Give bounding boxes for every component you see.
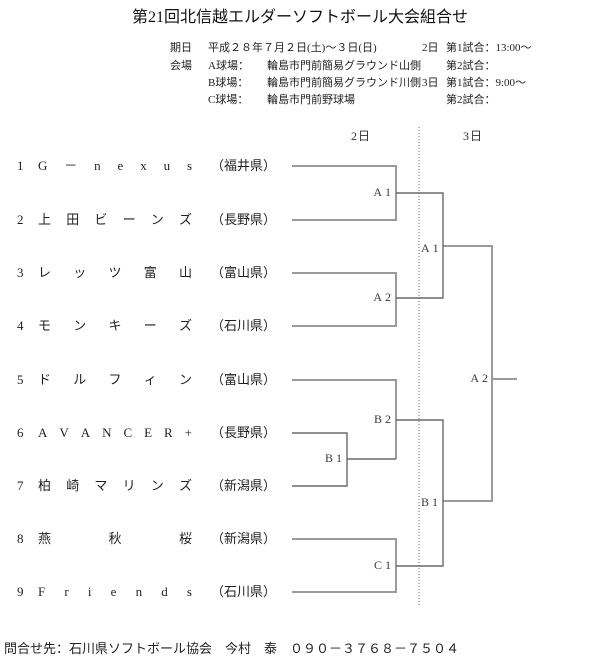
team-prefecture: （石川県） [211, 318, 277, 333]
team-name: ドルフィン [38, 372, 192, 387]
venue-c-label: C球場： [208, 94, 249, 106]
team-number: 8 [17, 531, 24, 546]
contact-info: 問合せ先：石川県ソフトボール協会 今村 泰 ０９０－３７６８－７５０４ [4, 641, 460, 656]
schedule-day2-game1: 第1試合：13:00～ [446, 42, 532, 54]
date-label: 期日 [170, 42, 192, 54]
schedule-day3-game2: 第2試合： [446, 94, 496, 106]
team-row: 8 燕秋桜 （新潟県） [0, 530, 310, 548]
match-label-c1-round1: C1 [373, 558, 394, 572]
match-label-b1-round1: B1 [324, 451, 345, 465]
schedule-day2-label: 2日 [422, 42, 439, 54]
venue-a-label: A球場： [208, 60, 249, 72]
venue-c-value: 輪島市門前野球場 [267, 94, 355, 106]
team-row: 5 ドルフィン （富山県） [0, 371, 310, 389]
match-label-b2-round1: B2 [373, 412, 394, 426]
venue-a-value: 輪島市門前簡易グラウンド山側 [267, 60, 421, 72]
team-prefecture: （福井県） [211, 158, 277, 173]
day2-column-header: 2日 [350, 129, 371, 143]
team-prefecture: （長野県） [211, 212, 277, 227]
team-prefecture: （富山県） [211, 372, 277, 387]
match-label-a2-round1: A2 [373, 290, 394, 304]
team-name: 燕秋桜 [38, 531, 192, 546]
schedule-day3-game1: 第1試合：9:00～ [446, 77, 527, 89]
team-number: 6 [17, 425, 24, 440]
team-number: 3 [17, 265, 24, 280]
team-number: 5 [17, 372, 24, 387]
team-prefecture: （新潟県） [211, 531, 277, 546]
team-number: 9 [17, 584, 24, 599]
team-row: 4 モンキーズ （石川県） [0, 317, 310, 335]
team-prefecture: （長野県） [211, 425, 277, 440]
team-row: 7 柏崎マリンズ （新潟県） [0, 477, 310, 495]
team-number: 7 [17, 478, 24, 493]
team-prefecture: （石川県） [211, 584, 277, 599]
team-row: 2 上田ビーンズ （長野県） [0, 211, 310, 229]
venue-b-label: B球場： [208, 77, 249, 89]
schedule-day3-label: 3日 [422, 77, 439, 89]
team-name: レッツ富山 [38, 265, 192, 280]
team-number: 4 [17, 318, 24, 333]
day3-column-header: 3日 [462, 129, 483, 143]
team-number: 1 [17, 158, 24, 173]
match-label-b1-round2: B1 [421, 495, 442, 509]
team-number: 2 [17, 212, 24, 227]
date-value: 平成２８年７月２日(土)～３日(日) [208, 42, 377, 54]
team-name: 上田ビーンズ [38, 212, 192, 227]
venue-b-value: 輪島市門前簡易グラウンド川側 [267, 77, 421, 89]
team-row: 3 レッツ富山 （富山県） [0, 264, 310, 282]
team-name: 柏崎マリンズ [38, 478, 192, 493]
schedule-day2-game2: 第2試合： [446, 60, 496, 72]
page-title: 第21回北信越エルダーソフトボール大会組合せ [131, 9, 468, 26]
team-prefecture: （新潟県） [211, 478, 277, 493]
team-name: モンキーズ [38, 318, 192, 333]
match-label-a2-final: A2 [470, 371, 491, 385]
match-label-a1-round1: A1 [373, 185, 394, 199]
match-label-a1-round2: A1 [421, 241, 442, 255]
team-prefecture: （富山県） [211, 265, 277, 280]
venue-label: 会場 [170, 60, 192, 72]
